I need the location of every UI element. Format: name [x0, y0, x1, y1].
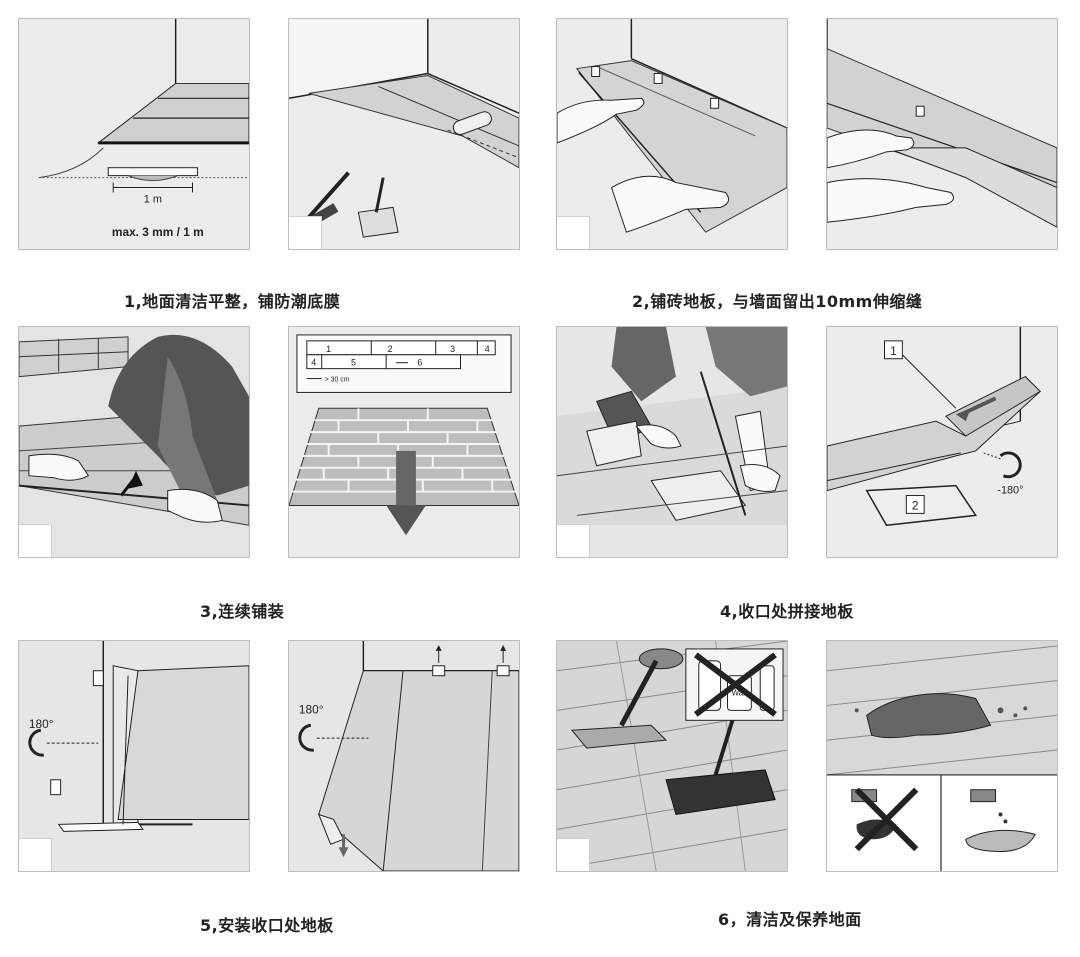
panel-1-floor-leveling: 1 m max. 3 mm / 1 m	[18, 18, 250, 250]
corner-marker	[557, 838, 590, 871]
plank-label-2: 2	[388, 344, 393, 354]
panel-6-staggered-layout: 1 2 3 4 4 5 6 > 30 cm	[288, 326, 520, 558]
panel-3-lay-first-row	[556, 18, 788, 250]
corner-marker	[19, 838, 52, 871]
plank-label-row2-4: 4	[311, 358, 316, 368]
panel-5-continuous-laying	[18, 326, 250, 558]
panel-2-underlay-roll	[288, 18, 520, 250]
caption-step-4: 4,收口处拼接地板	[720, 602, 854, 621]
mopping-illustration	[827, 641, 1057, 871]
end-joint-illustration: 1 2 -180°	[827, 327, 1057, 557]
continuous-laying-illustration	[19, 327, 249, 557]
caption-step-5: 5,安装收口处地板	[200, 916, 334, 935]
panel-7-cutting-boards	[556, 326, 788, 558]
plank-label-3: 3	[450, 344, 455, 354]
caption-step-3: 3,连续铺装	[200, 602, 285, 621]
rotation-label: 180°	[29, 717, 54, 731]
box-label-2: 2	[912, 498, 919, 512]
span-label: 1 m	[144, 193, 162, 205]
panel-10-last-row-insert: 180°	[288, 640, 520, 872]
floor-leveling-illustration: 1 m max. 3 mm / 1 m	[19, 19, 249, 249]
plank-label-1: 1	[326, 344, 331, 354]
caption-step-1: 1,地面清洁平整，铺防潮底膜	[124, 292, 341, 311]
plank-label-row2-6: 6	[417, 358, 422, 368]
offset-label: > 30 cm	[325, 377, 350, 384]
angle-connect-illustration	[827, 19, 1057, 249]
panel-9-last-row-rotate: 180°	[18, 640, 250, 872]
plank-label-4: 4	[485, 344, 490, 354]
lay-first-row-illustration	[557, 19, 787, 249]
cutting-boards-illustration	[557, 327, 787, 557]
caption-step-6: 6，清洁及保养地面	[718, 910, 862, 929]
wax-bottle-label: Wax	[732, 689, 748, 698]
corner-marker	[557, 216, 590, 249]
box-label-1: 1	[890, 344, 897, 358]
panel-11-cleaning: Wax	[556, 640, 788, 872]
panel-4-angle-connect	[826, 18, 1058, 250]
staggered-layout-illustration: 1 2 3 4 4 5 6 > 30 cm	[289, 327, 519, 557]
tolerance-label: max. 3 mm / 1 m	[112, 225, 204, 239]
plank-label-row2-5: 5	[351, 358, 356, 368]
underlay-roll-illustration	[289, 19, 519, 249]
rotation-label: 180°	[299, 702, 324, 716]
cleaning-illustration: Wax	[557, 641, 787, 871]
last-row-insert-illustration: 180°	[289, 641, 519, 871]
corner-marker	[557, 524, 590, 557]
panel-8-end-joint: 1 2 -180°	[826, 326, 1058, 558]
panel-12-mopping	[826, 640, 1058, 872]
corner-marker	[19, 524, 52, 557]
last-row-rotate-illustration: 180°	[19, 641, 249, 871]
rotation-label: -180°	[997, 485, 1023, 497]
caption-step-2: 2,铺砖地板，与墙面留出10mm伸缩缝	[632, 292, 923, 311]
corner-marker	[289, 216, 322, 249]
